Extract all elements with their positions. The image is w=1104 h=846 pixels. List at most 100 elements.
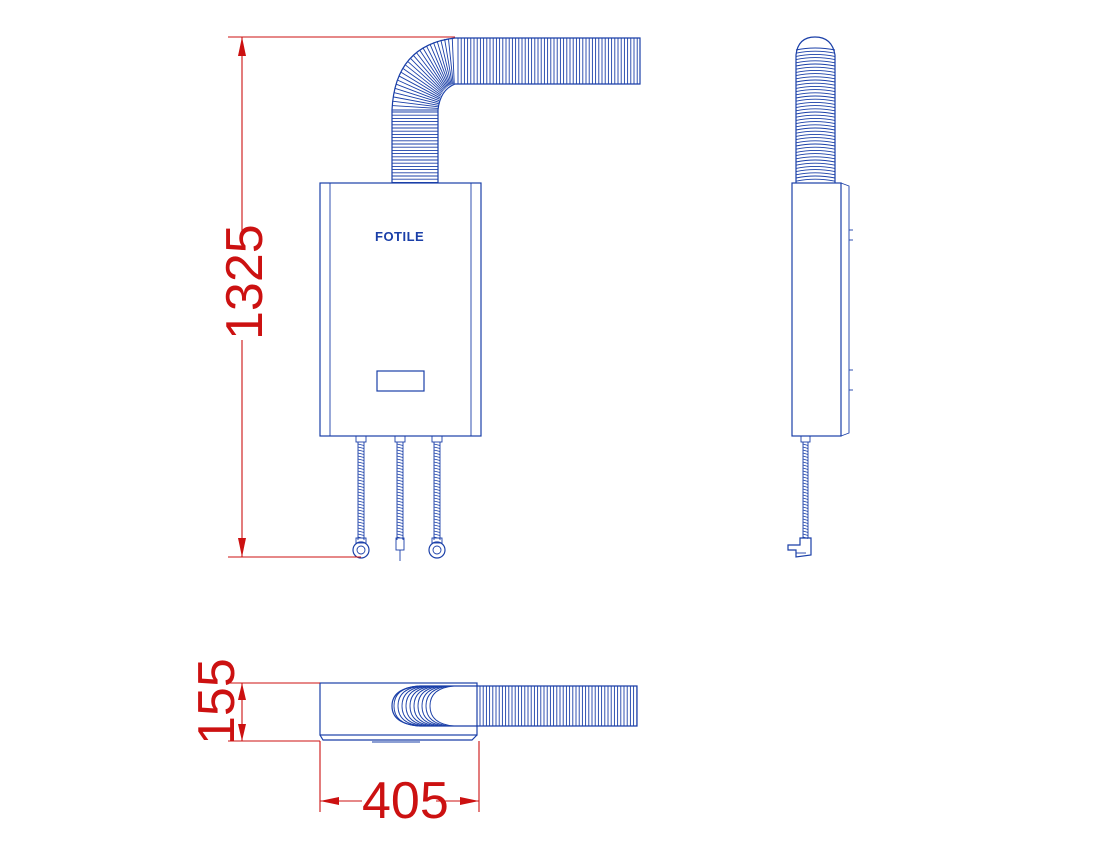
duct-rib xyxy=(802,527,809,530)
duct-rib xyxy=(795,124,836,128)
duct-rib xyxy=(802,503,809,506)
duct-rib xyxy=(357,446,365,449)
duct-rib xyxy=(396,443,404,446)
duct-rib xyxy=(795,143,836,147)
duct-rib xyxy=(433,473,441,476)
duct-rib xyxy=(795,73,836,77)
duct-rib xyxy=(357,449,365,452)
duct-rib xyxy=(396,449,404,452)
duct-rib xyxy=(802,449,809,452)
duct-rib xyxy=(795,66,836,70)
duct-rib xyxy=(802,476,809,479)
duct-rib xyxy=(795,63,836,67)
front-duct-elbow xyxy=(391,37,456,111)
front-pipes xyxy=(352,435,446,561)
duct-rib xyxy=(433,485,441,488)
duct-rib xyxy=(433,530,441,533)
duct-rib xyxy=(396,533,404,536)
front-duct-vertical xyxy=(391,110,439,183)
duct-rib xyxy=(802,479,809,482)
elbow-ring xyxy=(417,685,443,727)
duct-rib xyxy=(433,458,441,461)
elbow-ring xyxy=(409,685,435,727)
duct-rib xyxy=(433,479,441,482)
duct-rib xyxy=(433,500,441,503)
duct-rib xyxy=(795,169,836,173)
duct-rib xyxy=(795,127,836,131)
duct-rib xyxy=(795,133,836,137)
duct-rib xyxy=(433,455,441,458)
elbow-ring xyxy=(401,685,427,727)
duct-rib xyxy=(396,467,404,470)
duct-rib xyxy=(433,446,441,449)
duct-rib xyxy=(396,518,404,521)
duct-rib xyxy=(795,159,836,163)
duct-rib xyxy=(396,491,404,494)
duct-rib xyxy=(357,527,365,530)
dimension-depth: 155 xyxy=(188,658,320,745)
dimension-depth-label: 155 xyxy=(188,658,246,745)
elbow-ring xyxy=(421,685,447,727)
duct-rib xyxy=(433,536,441,539)
duct-rib xyxy=(433,515,441,518)
elbow-ring xyxy=(393,685,419,727)
duct-rib xyxy=(802,506,809,509)
duct-rib xyxy=(433,461,441,464)
duct-rib xyxy=(795,82,836,86)
duct-rib xyxy=(396,494,404,497)
duct-rib xyxy=(357,533,365,536)
duct-rib xyxy=(433,470,441,473)
duct-rib xyxy=(802,485,809,488)
display-panel xyxy=(376,370,425,392)
duct-rib xyxy=(433,452,441,455)
duct-rib xyxy=(396,83,440,102)
duct-rib xyxy=(433,527,441,530)
dimension-height-label: 1325 xyxy=(216,224,274,340)
duct-rib xyxy=(396,527,404,530)
duct-rib xyxy=(396,512,404,515)
duct-rib xyxy=(396,476,404,479)
elbow-ring xyxy=(397,685,423,727)
duct-rib xyxy=(433,497,441,500)
duct-rib xyxy=(396,452,404,455)
duct-rib xyxy=(399,75,441,99)
duct-rib xyxy=(795,114,836,118)
duct-rib xyxy=(433,509,441,512)
duct-rib xyxy=(357,512,365,515)
duct-rib xyxy=(795,165,836,169)
duct-rib xyxy=(795,98,836,102)
duct-rib xyxy=(433,491,441,494)
duct-rib xyxy=(795,47,836,51)
duct-rib xyxy=(795,162,836,166)
duct-rib xyxy=(795,178,836,182)
duct-rib xyxy=(425,45,448,88)
elbow-ring xyxy=(425,685,451,727)
duct-rib xyxy=(392,100,439,108)
duct-rib xyxy=(795,92,836,96)
duct-rib xyxy=(357,497,365,500)
duct-rib xyxy=(357,455,365,458)
duct-rib xyxy=(795,137,836,141)
duct-rib xyxy=(795,175,836,179)
duct-rib xyxy=(357,515,365,518)
duct-rib xyxy=(795,130,836,134)
front-duct-horizontal xyxy=(455,37,641,85)
duct-rib xyxy=(393,92,439,105)
duct-rib xyxy=(419,50,446,89)
duct-rib xyxy=(795,153,836,157)
duct-rib xyxy=(795,79,836,83)
duct-rib xyxy=(357,464,365,467)
duct-rib xyxy=(357,485,365,488)
top-duct xyxy=(391,685,638,727)
duct-rib xyxy=(396,488,404,491)
elbow-ring xyxy=(413,685,439,727)
duct-rib xyxy=(397,79,440,100)
duct-rib xyxy=(357,509,365,512)
duct-rib xyxy=(440,39,452,85)
duct-rib xyxy=(802,464,809,467)
duct-rib xyxy=(802,452,809,455)
dimension-width: 405 xyxy=(319,741,480,830)
duct-rib xyxy=(357,476,365,479)
duct-rib xyxy=(413,55,445,91)
duct-rib xyxy=(802,524,809,527)
